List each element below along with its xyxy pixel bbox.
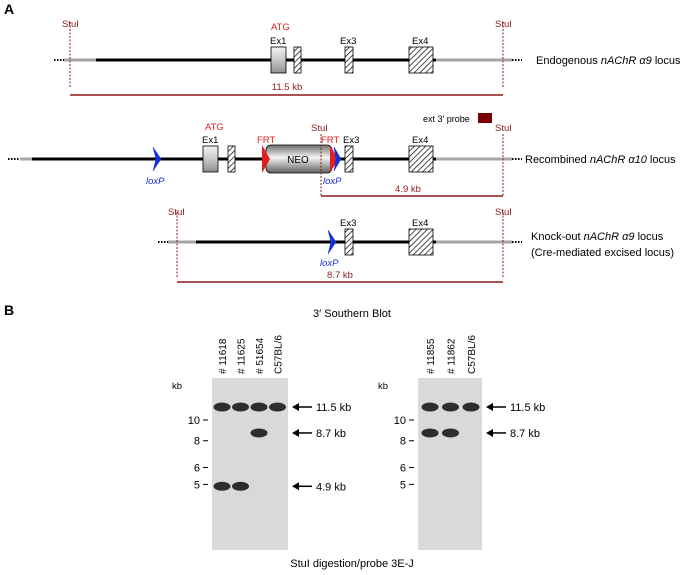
recombined-locus: loxP ATG Ex1 NEO FRT StuI FRT loxP Ex3 E… xyxy=(8,113,676,197)
lane-label: C57BL/6 xyxy=(274,335,285,374)
size-marker-label: 4.9 kb xyxy=(316,481,346,493)
size-label: 11.5 kb xyxy=(272,82,302,93)
locus-title: Knock-out nAChR α9 locus xyxy=(531,231,664,243)
stul-label-left: StuI xyxy=(62,19,79,30)
atg-label: ATG xyxy=(271,22,290,33)
stul-label-mid: StuI xyxy=(311,123,328,134)
exon-3 xyxy=(344,46,354,74)
ex4-label: Ex4 xyxy=(412,135,428,146)
gel-band xyxy=(442,428,459,438)
size-marker-label: 8.7 kb xyxy=(510,428,540,440)
ladder-label: 6 xyxy=(194,462,200,474)
loxp-site-right xyxy=(333,146,342,172)
loxp-site xyxy=(327,229,337,255)
ex1-label: Ex1 xyxy=(270,36,286,47)
frt-site-left xyxy=(262,145,270,173)
panel-a-label: A xyxy=(4,1,14,17)
stul-label-left: StuI xyxy=(168,207,185,218)
ladder-label: 10 xyxy=(394,415,406,427)
southern-blot-1: kb 10 8 6 5 # 11618 # 11625 # 51654 C57BL/6 11.5 … xyxy=(172,335,351,550)
exon-1 xyxy=(270,46,287,74)
endogenous-locus: StuI StuI ATG Ex1 Ex3 Ex4 11.5 kb Endoge… xyxy=(54,19,680,96)
stul-label-right: StuI xyxy=(495,207,512,218)
gel-band xyxy=(421,402,439,412)
gel-band xyxy=(213,481,231,491)
lane-label: # 11625 xyxy=(237,338,248,374)
ladder-label: 6 xyxy=(400,462,406,474)
loxp-site-left xyxy=(152,146,162,172)
blot-title: 3′ Southern Blot xyxy=(313,308,391,320)
ladder-label: 8 xyxy=(194,436,200,448)
knockout-locus: StuI StuI loxP Ex3 Ex4 8.7 kb Knock-out … xyxy=(158,207,674,283)
gel-band xyxy=(232,402,249,412)
gel-band xyxy=(250,402,268,412)
ladder-label: 5 xyxy=(194,479,200,491)
lane-label: # 51654 xyxy=(255,337,266,374)
ex4-label: Ex4 xyxy=(412,36,428,47)
lane-label: C57BL/6 xyxy=(467,335,478,374)
locus-title: Recombined nAChR α10 locus xyxy=(525,154,676,166)
size-label: 4.9 kb xyxy=(395,184,421,195)
exon-1 xyxy=(202,145,219,173)
external-probe xyxy=(478,113,492,123)
loxp-label-left: loxP xyxy=(146,176,165,187)
size-arrowhead xyxy=(486,428,493,437)
neo-label: NEO xyxy=(287,155,309,166)
gel-band xyxy=(213,402,231,412)
blot-footer: StuI digestion/probe 3E-J xyxy=(290,558,414,570)
ex4-label: Ex4 xyxy=(412,218,428,229)
exon-4 xyxy=(408,46,434,74)
ladder-label: 10 xyxy=(188,415,200,427)
gel-band xyxy=(250,428,268,438)
gel-band xyxy=(232,481,249,491)
gel-band xyxy=(421,428,439,438)
ex3-label: Ex3 xyxy=(340,218,356,229)
ex3-label: Ex3 xyxy=(340,36,356,47)
frt-label-left: FRT xyxy=(257,135,275,146)
size-arrowhead xyxy=(292,482,299,491)
ladder-label: 5 xyxy=(400,479,406,491)
lane-label: # 11855 xyxy=(426,338,437,374)
frt-site-right xyxy=(330,145,338,173)
panel-b-label: B xyxy=(4,302,14,318)
stul-label-right: StuI xyxy=(495,19,512,30)
size-label: 8.7 kb xyxy=(327,270,353,281)
locus-title: Endogenous nAChR α9 locus xyxy=(536,55,680,67)
size-marker-label: 8.7 kb xyxy=(316,428,346,440)
size-arrowhead xyxy=(292,428,299,437)
kb-unit-label: kb xyxy=(172,381,182,392)
locus-subtitle: (Cre-mediated excised locus) xyxy=(531,247,674,259)
frt-label-right: FRT xyxy=(321,135,339,146)
exon-4 xyxy=(408,228,434,256)
exon-3 xyxy=(344,228,354,256)
atg-label: ATG xyxy=(205,122,224,133)
exon-3 xyxy=(344,145,354,173)
kb-unit-label: kb xyxy=(378,381,388,392)
lane-label: # 11618 xyxy=(218,338,229,374)
size-marker-label: 11.5 kb xyxy=(316,402,351,414)
loxp-label: loxP xyxy=(320,258,339,269)
probe-label: ext 3′ probe xyxy=(423,114,470,124)
size-marker-label: 11.5 kb xyxy=(510,402,545,414)
exon-2 xyxy=(293,46,302,74)
gel-band xyxy=(442,402,459,412)
size-arrowhead xyxy=(292,403,299,412)
stul-label-right: StuI xyxy=(495,123,512,134)
southern-blot-2: kb 10 8 6 5 # 11855 # 11862 C57BL/6 11.5 kb 8.7 k… xyxy=(378,335,545,550)
lane-label: # 11862 xyxy=(447,338,458,374)
gel-band xyxy=(269,402,286,412)
ladder-label: 8 xyxy=(400,436,406,448)
exon-4 xyxy=(408,145,434,173)
size-arrowhead xyxy=(486,403,493,412)
ex3-label: Ex3 xyxy=(343,135,359,146)
exon-2 xyxy=(227,145,236,173)
loxp-label-right: loxP xyxy=(323,176,342,187)
ex1-label: Ex1 xyxy=(202,135,218,146)
gel-band xyxy=(462,402,480,412)
